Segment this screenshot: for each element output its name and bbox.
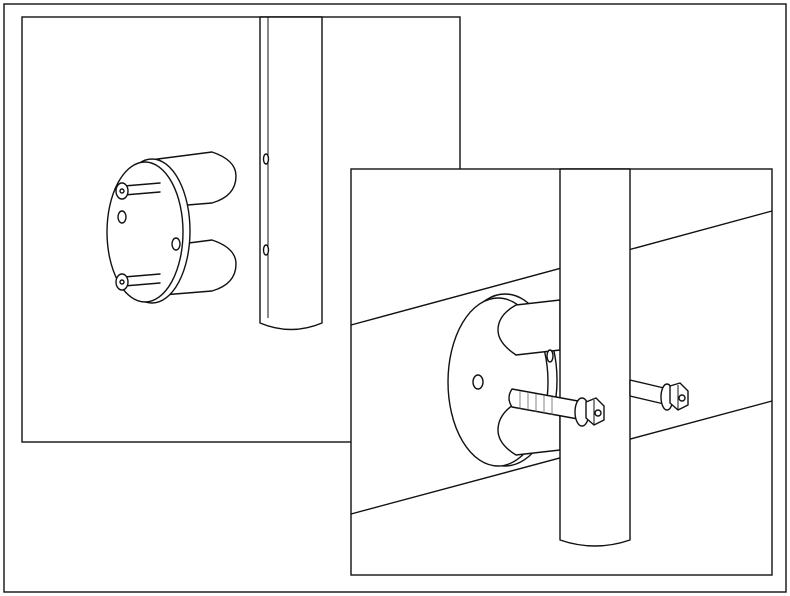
panel-bracket-detail <box>21 16 461 443</box>
plate-hole-1 <box>117 210 127 224</box>
wall-plate-hole <box>472 374 484 390</box>
anchor-bolt-right <box>629 379 689 411</box>
post-hole-lower <box>262 244 270 256</box>
socket-screw-lower <box>115 273 161 291</box>
panel-mounted-detail <box>350 168 773 576</box>
sleeve-hole <box>546 349 554 363</box>
socket-screw-upper <box>115 182 161 200</box>
post-tube <box>259 16 323 331</box>
plate-hole-2 <box>171 237 181 251</box>
anchor-bolt-left <box>508 388 605 427</box>
post-hole-upper <box>262 153 270 165</box>
mounted-post-tube <box>559 168 631 547</box>
